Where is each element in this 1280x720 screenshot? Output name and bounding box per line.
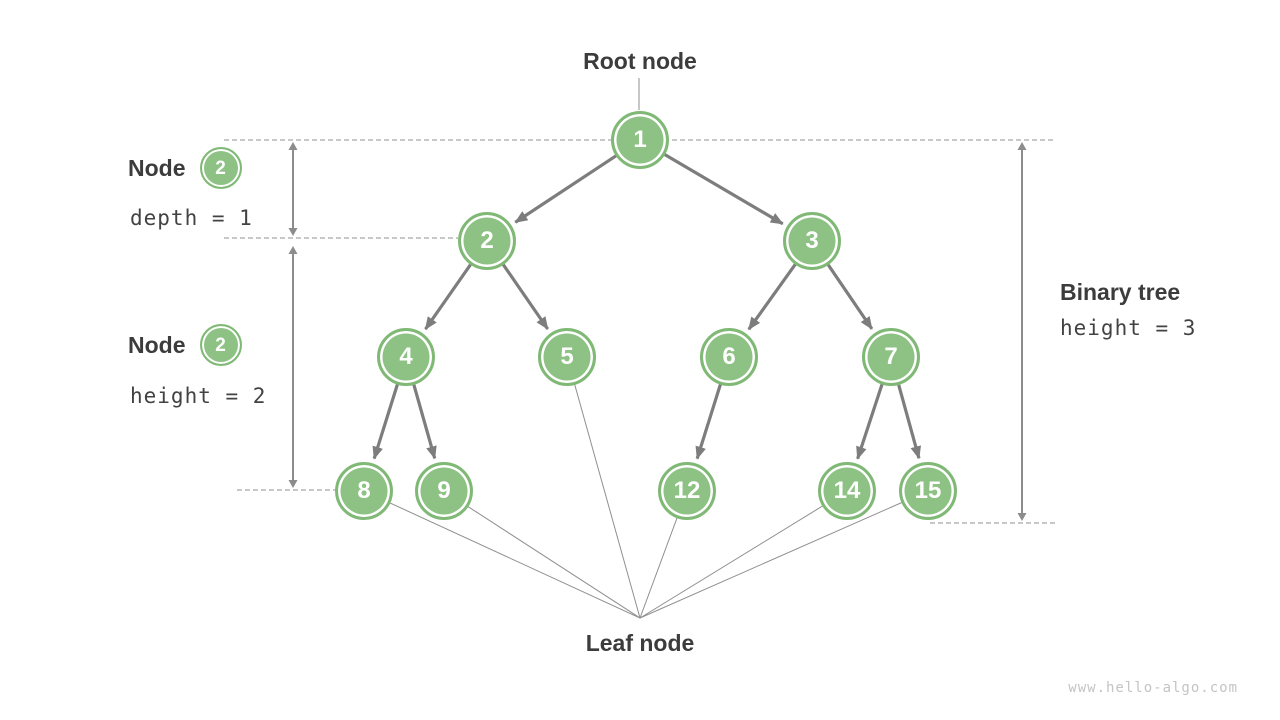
tree-node-12: 12 bbox=[658, 462, 716, 520]
binary-tree-height-formula: height = 3 bbox=[1060, 316, 1197, 340]
tree-node-7: 7 bbox=[862, 328, 920, 386]
tree-node-14: 14 bbox=[818, 462, 876, 520]
measure-arrowhead-up bbox=[1017, 142, 1027, 150]
leaf-node-label: Leaf node bbox=[585, 630, 695, 656]
tree-node-4: 4 bbox=[377, 328, 435, 386]
tree-node-3: 3 bbox=[783, 212, 841, 270]
depth-formula: depth = 1 bbox=[130, 206, 253, 230]
root-node-label: Root node bbox=[583, 48, 697, 74]
watermark: www.hello-algo.com bbox=[1068, 680, 1238, 696]
tree-node-6: 6 bbox=[700, 328, 758, 386]
node-height-formula: height = 2 bbox=[130, 384, 267, 408]
tree-node-2: 2 bbox=[458, 212, 516, 270]
measure-arrowhead-down bbox=[1017, 513, 1027, 521]
measure-arrowhead-up bbox=[288, 142, 298, 150]
tree-node-1: 1 bbox=[611, 111, 669, 169]
leaf-pointer-line bbox=[639, 490, 929, 619]
leaf-pointer-line bbox=[566, 356, 641, 619]
leaf-pointer-line bbox=[443, 490, 641, 619]
tree-node-9: 9 bbox=[415, 462, 473, 520]
leaf-pointer-line bbox=[639, 490, 848, 619]
measure-arrowhead-up bbox=[288, 246, 298, 254]
tree-node-8: 8 bbox=[335, 462, 393, 520]
node-depth-annotation: Node 2 bbox=[128, 147, 242, 189]
node-depth-badge: 2 bbox=[199, 147, 242, 189]
node-height-badge: 2 bbox=[199, 324, 242, 366]
node-height-annotation: Node 2 bbox=[128, 324, 242, 366]
binary-tree-height-title: Binary tree bbox=[1060, 279, 1181, 305]
tree-node-15: 15 bbox=[899, 462, 957, 520]
measure-arrowhead-down bbox=[288, 480, 298, 488]
node-depth-title: Node bbox=[128, 154, 186, 181]
node-height-title: Node bbox=[128, 331, 186, 358]
leaf-pointer-line bbox=[363, 490, 641, 619]
tree-node-5: 5 bbox=[538, 328, 596, 386]
measure-arrowhead-down bbox=[288, 228, 298, 236]
